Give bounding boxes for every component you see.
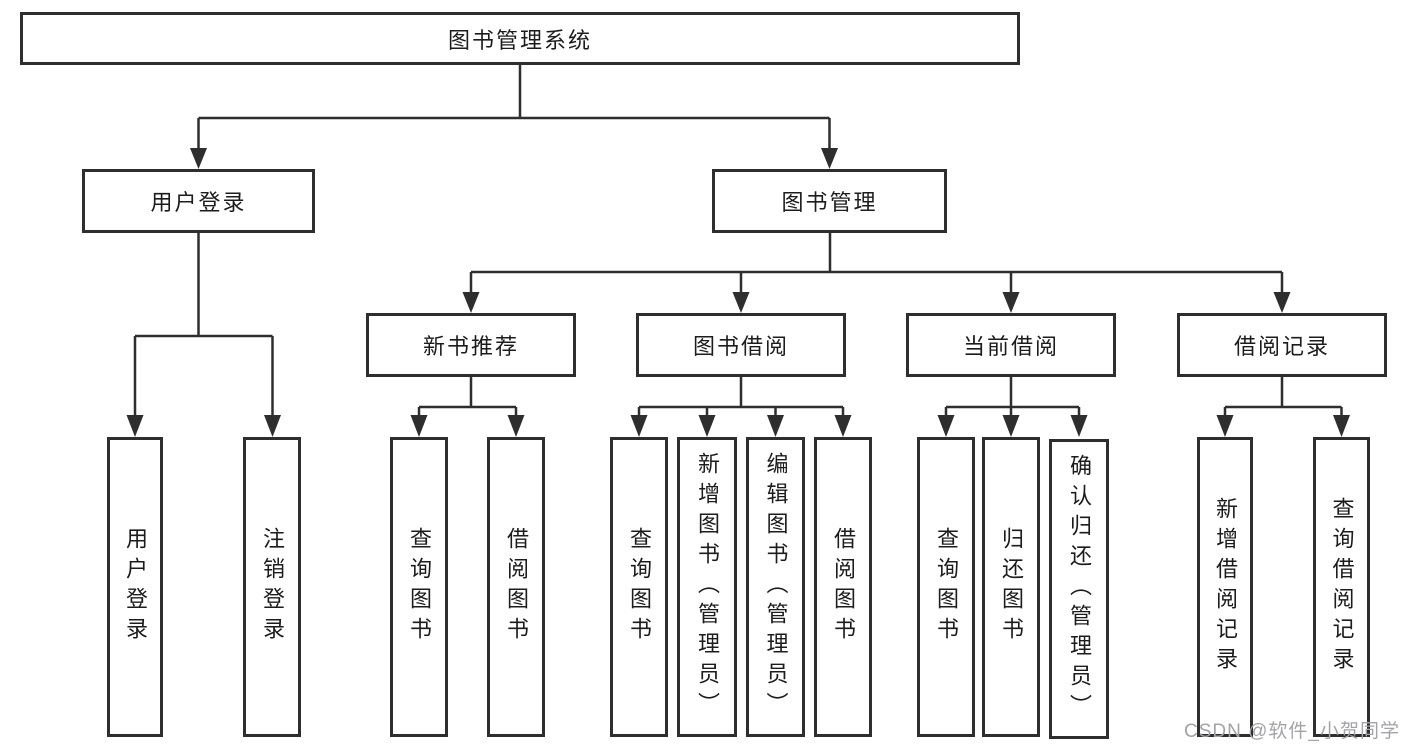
- leaf-records-add-borrow-record: 新增借阅记录: [1197, 437, 1253, 737]
- node-current-borrowing: 当前借阅: [906, 313, 1116, 377]
- connector-book-management-children: [462, 233, 1291, 313]
- leaf-user-login: 用户登录: [107, 437, 163, 737]
- node-book-management-system: 图书管理系统: [20, 12, 1020, 65]
- node-user-login: 用户登录: [82, 169, 315, 233]
- leaf-records-query-borrow-record: 查询借阅记录: [1313, 437, 1370, 737]
- leaf-recommend-query-books: 查询图书: [390, 437, 448, 737]
- leaf-borrowing-add-books-admin: 新增图书（管理员）: [677, 437, 737, 737]
- connector-root-to-level1: [190, 65, 838, 169]
- connector-new-book-children: [410, 377, 525, 437]
- leaf-current-return-books: 归还图书: [982, 437, 1040, 737]
- leaf-borrowing-query-books: 查询图书: [610, 437, 668, 737]
- connector-current-borrowing-children: [937, 377, 1088, 437]
- node-borrow-records: 借阅记录: [1177, 313, 1387, 377]
- leaf-recommend-borrow-books: 借阅图书: [487, 437, 545, 737]
- leaf-current-query-books: 查询图书: [917, 437, 975, 737]
- leaf-logout: 注销登录: [243, 437, 301, 737]
- csdn-watermark: CSDN @软件_小贺同学: [1184, 721, 1400, 742]
- node-book-borrowing: 图书借阅: [636, 313, 846, 377]
- node-book-management: 图书管理: [712, 169, 947, 233]
- leaf-borrowing-edit-books-admin: 编辑图书（管理员）: [746, 437, 805, 737]
- connector-borrow-records-children: [1216, 377, 1350, 437]
- connector-book-borrowing-children: [630, 377, 852, 437]
- node-new-book-recommendation: 新书推荐: [366, 313, 576, 377]
- leaf-current-confirm-return-admin: 确认归还（管理员）: [1049, 439, 1109, 739]
- connector-user-login-children: [126, 233, 281, 437]
- leaf-borrowing-borrow-books: 借阅图书: [814, 437, 872, 737]
